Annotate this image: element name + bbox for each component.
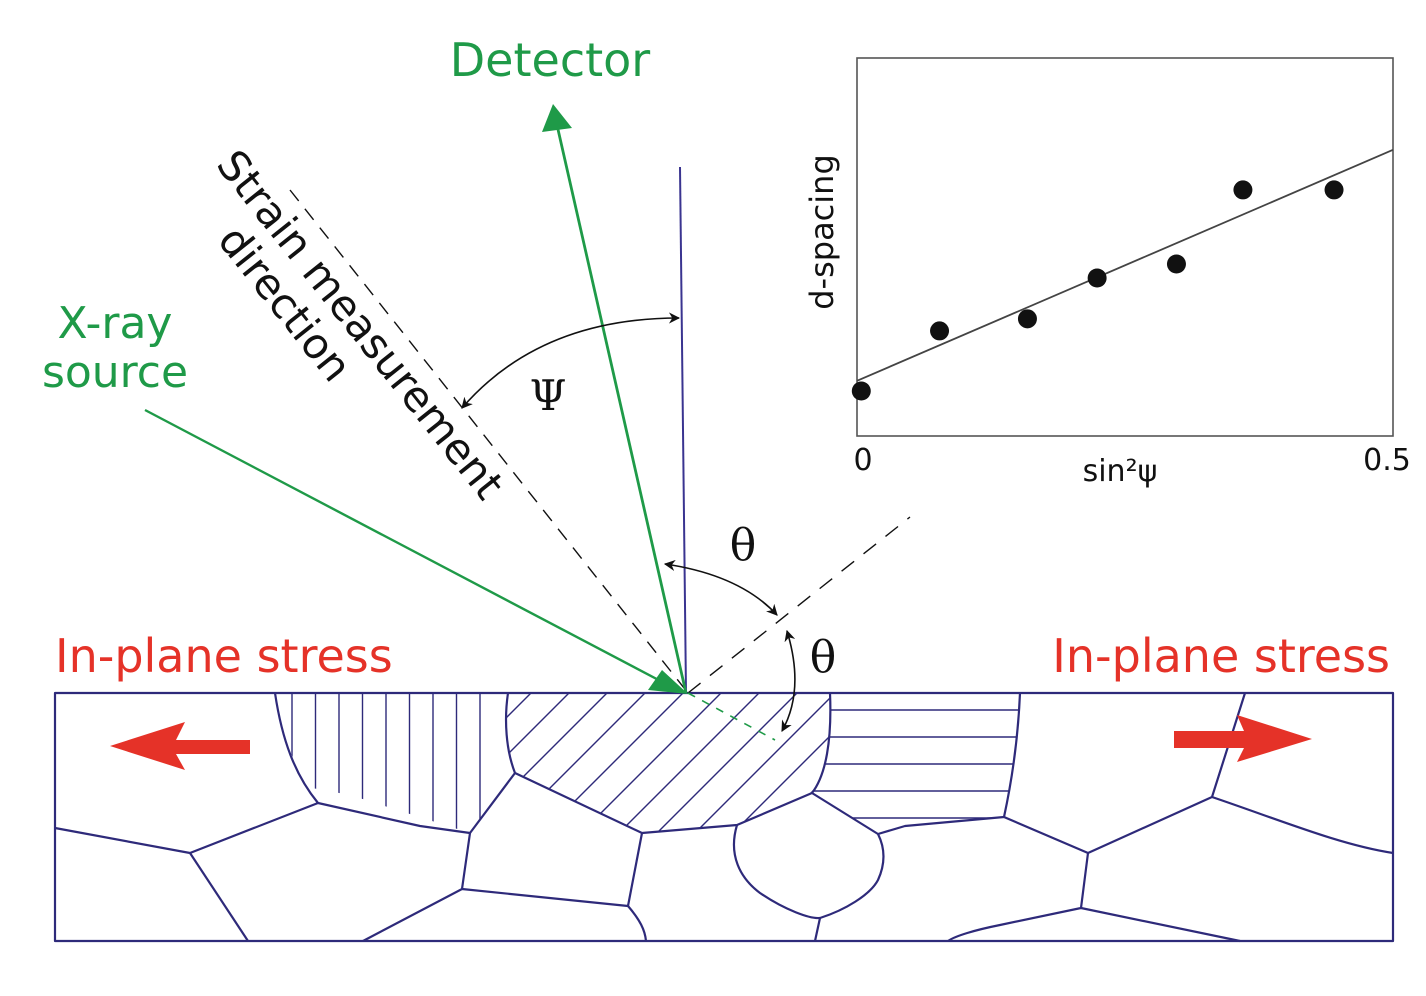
hatch-line [611,693,773,833]
stress-label-left: In-plane stress [55,629,393,683]
hatch-line [506,693,583,833]
xray-incident-beam [144,408,688,694]
stress-label-right: In-plane stress [1052,629,1390,683]
sample-outline [53,691,1395,943]
hatch-line [308,680,468,840]
grain-boundary [189,852,249,942]
grain-boundary [504,692,832,835]
hatch-line [506,693,621,833]
grain-boundary [811,692,1022,836]
strain-direction-label: Strain measurement direction [207,141,514,509]
y-axis-label: d-spacing [803,154,841,310]
diagonal-hatch-grain [308,680,1000,840]
grain-boundary [1080,906,1241,943]
strain-direction-dashed-line [289,189,689,694]
surface-normal-line [679,166,687,694]
grain-boundary [627,905,648,942]
grain-boundary [273,692,516,835]
data-point [1017,309,1037,329]
xray-source-label-line1: X-ray [58,298,173,349]
stress-arrow-right [1174,715,1312,762]
data-point [930,321,950,341]
grain-boundary [947,852,1090,942]
theta-lower-arc [781,629,796,732]
right-arrow-icon [1174,715,1312,762]
grain-boundary [1211,795,1394,855]
horizontal-hatch-grain [812,709,1020,819]
theta-label-lower: θ [810,632,837,683]
incident-arrowhead-icon [648,670,688,694]
hatch-line [506,693,659,833]
incident-beam-continuation [687,692,776,741]
data-point [1087,268,1107,288]
grain-boundary [461,832,644,908]
hatch-line [687,693,831,833]
strain-label-line1: Strain measurement [207,141,514,509]
sample-cross-section [53,680,1395,943]
hatch-line [649,693,811,833]
hatch-line [506,693,545,833]
hatch-line [725,693,831,833]
grain-boundary [813,917,822,942]
hatch-line [763,693,831,833]
vertical-hatch-grain [291,693,481,833]
chart-frame [856,57,1394,437]
grain-boundary [54,801,319,855]
detector-arrowhead-icon [542,104,572,132]
grain-boundary [732,824,885,920]
data-point [1233,180,1253,200]
x-tick-label: 0.5 [1363,443,1411,478]
x-axis-label: sin²ψ [1083,454,1158,489]
psi-label: Ψ [530,371,567,420]
hatch-line [573,693,735,833]
stress-arrow-left [110,722,250,770]
data-point [1324,180,1344,200]
theta-upper-arc [663,559,778,616]
diffraction-plane-normal-dashed [687,516,911,694]
x-tick-label: 0 [853,443,872,478]
xray-source-label-line2: source [42,347,188,398]
grain-boundary [1003,692,1247,855]
theta-label-upper: θ [730,520,757,571]
data-points [851,180,1344,401]
data-point [851,381,871,401]
detector-label: Detector [450,33,651,87]
hatch-line [840,680,1000,840]
grain-boundary [362,832,472,942]
data-point [1166,254,1186,274]
left-arrow-icon [110,722,250,770]
hatch-line [535,693,697,833]
inset-chart: 0 0.5 sin²ψ d-spacing [803,57,1411,489]
fit-line [856,149,1394,382]
psi-angle-arc [461,312,681,409]
